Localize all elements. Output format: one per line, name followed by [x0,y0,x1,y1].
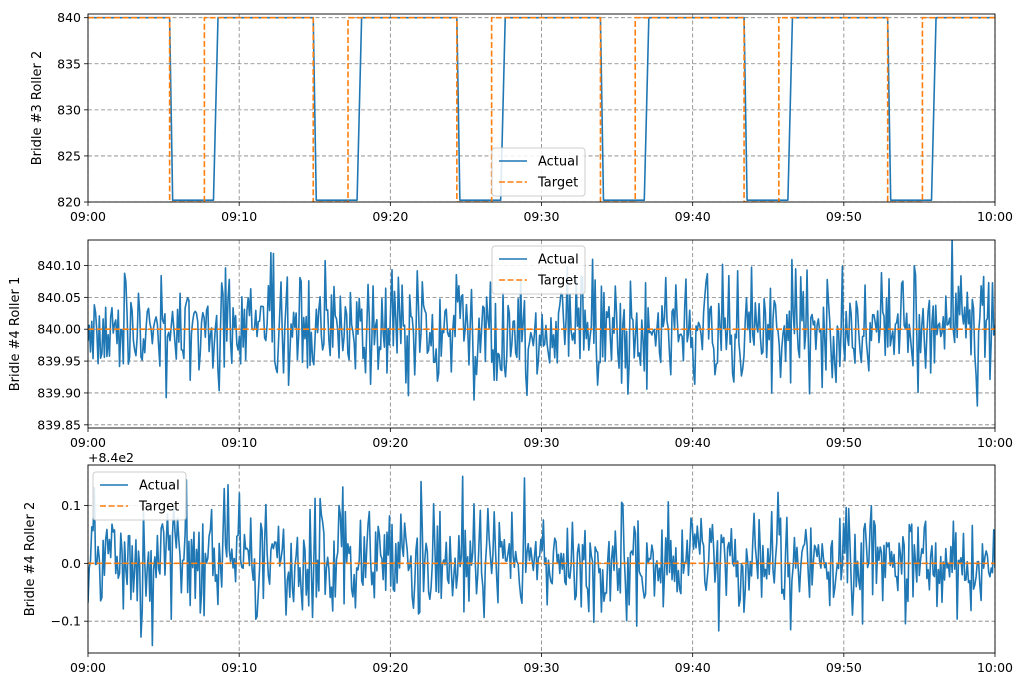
panel-3: 09:00 09:10 09:20 09:30 09:40 09:50 10:00 −0.1 0… [23,450,1013,675]
legend-label-target: Target [138,500,179,515]
legend-label-actual: Actual [538,253,579,268]
y-axis-label: Bridle #3 Roller 2 [30,51,45,166]
y-tick-label: 840 [57,10,81,25]
x-tick-label: 10:00 [977,435,1013,450]
panel-2: 09:00 09:10 09:20 09:30 09:40 09:50 10:00 839.8… [8,239,1013,450]
x-tick-label: 09:30 [523,435,559,450]
x-tick-label: 09:20 [372,209,408,224]
y-tick-label: 0.0 [61,556,81,571]
y-tick-label: 840.10 [37,258,81,273]
x-tick-label: 09:40 [675,660,711,675]
x-tick-label: 10:00 [977,209,1013,224]
x-tick-label: 09:20 [372,660,408,675]
legend-box [92,471,187,521]
x-tick-label: 09:50 [826,660,862,675]
series-target-line [88,16,995,202]
y-tick-label: 830 [57,102,81,117]
plot-area [88,240,995,407]
legend-box [491,147,586,197]
x-tick-label: 09:00 [70,435,106,450]
y-tick-label: 825 [57,148,81,163]
legend-label-target: Target [537,176,578,191]
x-tick-label: 09:30 [523,209,559,224]
plot-area [88,475,995,647]
x-tick-label: 09:40 [675,435,711,450]
y-tick-label: 0.1 [61,498,81,513]
y-tick-label: −0.1 [51,614,81,629]
y-offset-label: +8.4e2 [88,450,134,465]
x-tick-label: 09:10 [221,435,257,450]
legend-label-actual: Actual [139,479,180,494]
y-tick-label: 820 [57,195,81,210]
y-tick-label: 840.05 [37,290,81,305]
series-actual-line [88,240,995,407]
plot-area [88,16,995,202]
x-tick-label: 09:10 [221,660,257,675]
x-tick-label: 09:30 [523,660,559,675]
x-tick-label: 09:20 [372,435,408,450]
x-tick-label: 09:50 [826,435,862,450]
y-tick-label: 839.90 [37,385,81,400]
legend-box [491,245,586,295]
panel-1: 09:00 09:10 09:20 09:30 09:40 09:50 10:00 820 82… [30,10,1013,224]
y-tick-label: 835 [57,56,81,71]
x-tick-label: 09:00 [70,209,106,224]
y-tick-label: 839.95 [37,354,81,369]
y-tick-label: 840.00 [37,322,81,337]
legend-label-target: Target [537,274,578,289]
y-axis-label: Bridle #4 Roller 2 [23,502,38,617]
x-tick-label: 09:10 [221,209,257,224]
y-tick-label: 839.85 [37,417,81,432]
x-tick-label: 10:00 [977,660,1013,675]
series-actual-line [88,475,995,647]
y-axis-label: Bridle #4 Roller 1 [8,277,23,392]
x-tick-label: 09:40 [675,209,711,224]
x-tick-label: 09:00 [70,660,106,675]
legend-label-actual: Actual [538,155,579,170]
x-tick-label: 09:50 [826,209,862,224]
